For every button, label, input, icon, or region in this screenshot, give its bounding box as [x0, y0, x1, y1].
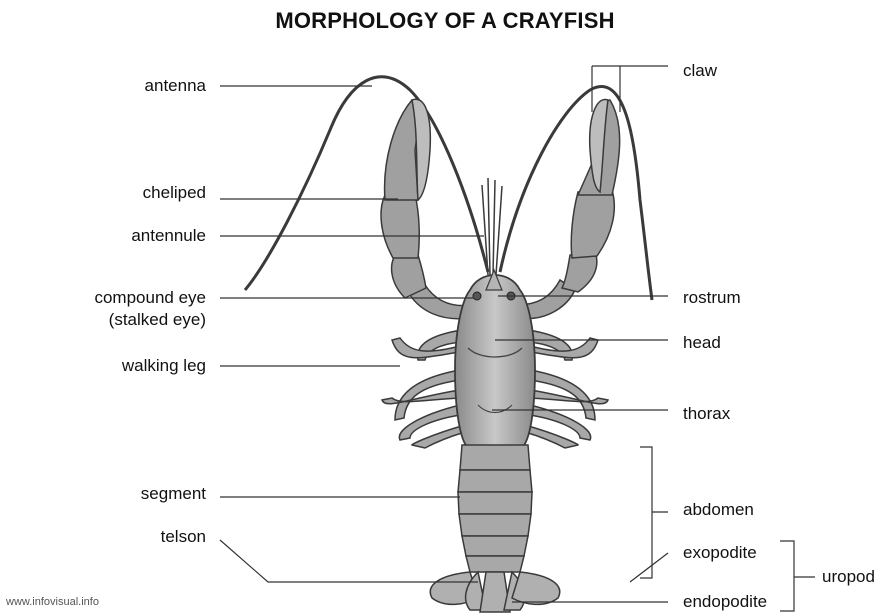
cheliped-right — [516, 100, 620, 319]
label-walking-leg: walking leg — [122, 356, 206, 376]
cheliped-left — [381, 99, 472, 319]
label-telson: telson — [161, 527, 206, 547]
label-uropod: uropod — [822, 567, 875, 587]
label-claw: claw — [683, 61, 717, 81]
antenna-left — [245, 77, 488, 290]
label-head: head — [683, 333, 721, 353]
tail-fan — [430, 572, 559, 612]
exopodite-right-shape — [512, 572, 560, 604]
label-abdomen: abdomen — [683, 500, 754, 520]
watermark: www.infovisual.info — [6, 596, 99, 608]
label-antenna: antenna — [145, 76, 206, 96]
label-compound-eye: compound eye — [94, 288, 206, 308]
label-stalked-eye: (stalked eye) — [109, 310, 206, 330]
abdomen-segments — [458, 445, 532, 572]
walking-legs-right — [525, 330, 608, 448]
label-thorax: thorax — [683, 404, 730, 424]
label-endopodite: endopodite — [683, 592, 767, 612]
label-rostrum: rostrum — [683, 288, 741, 308]
label-antennule: antennule — [131, 226, 206, 246]
compound-eye-left — [473, 292, 481, 300]
label-exopodite: exopodite — [683, 543, 757, 563]
carapace — [455, 275, 535, 448]
label-segment: segment — [141, 484, 206, 504]
walking-legs-left — [382, 330, 465, 448]
label-cheliped: cheliped — [143, 183, 206, 203]
